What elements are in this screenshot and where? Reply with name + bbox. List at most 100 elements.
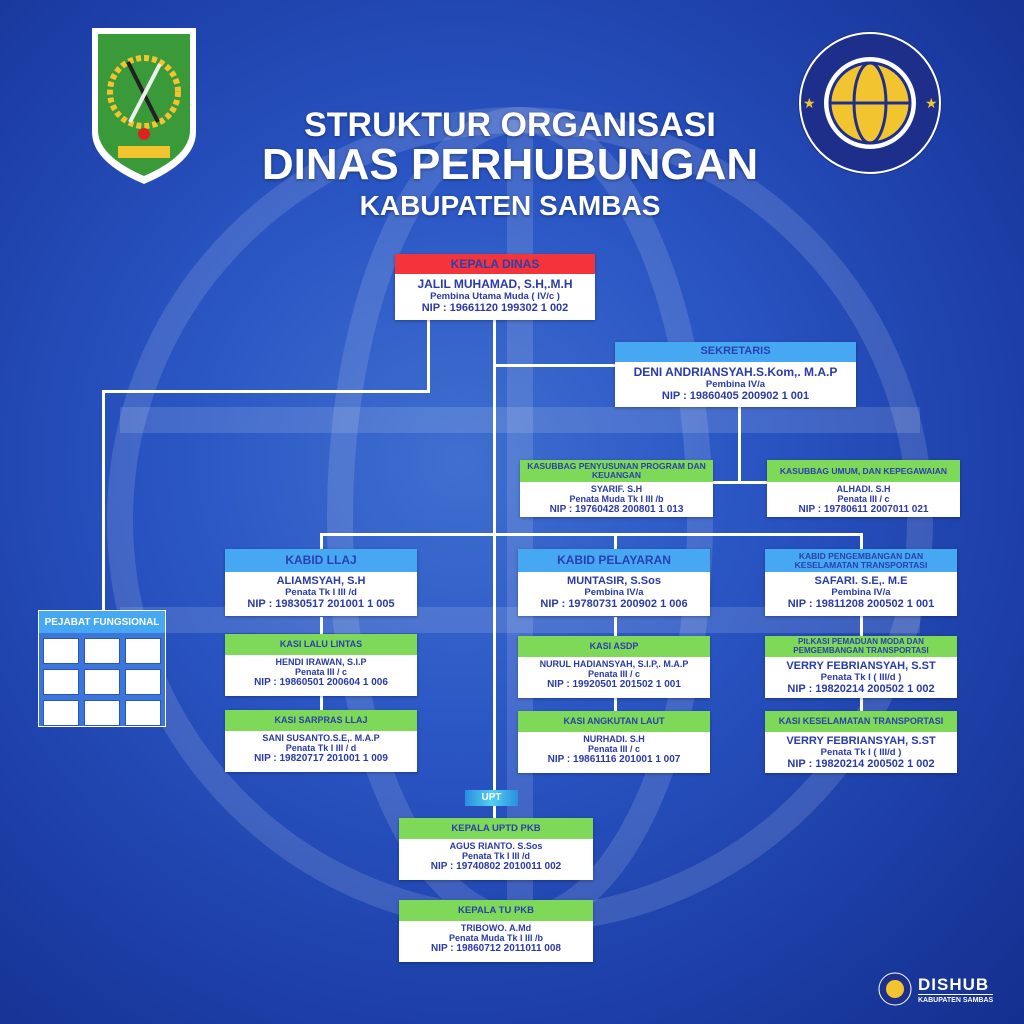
official-rank: Penata Tk I ( III/d ) [820, 672, 902, 683]
official-nip: NIP : 19780731 200902 1 006 [540, 598, 688, 610]
official-nip: NIP : 19860405 200902 1 001 [661, 390, 810, 402]
position-card-kasi-moda: Plt.KASI PEMADUAN MODA DAN PEMGEMBANGAN … [765, 636, 957, 698]
connector [427, 320, 430, 392]
official-rank: Pembina Utama Muda ( IV/c ) [430, 291, 560, 302]
connector [320, 533, 323, 549]
official-nip: NIP : 19740802 2010011 002 [430, 861, 562, 872]
position-title: KASI ANGKUTAN LAUT [518, 711, 710, 732]
official-nip: NIP : 19820214 200502 1 002 [787, 683, 935, 695]
position-title: Plt.KASI PEMADUAN MODA DAN PEMGEMBANGAN … [765, 636, 957, 657]
official-rank: Penata III / c [587, 744, 641, 754]
position-card-kasubbag2: KASUBBAG UMUM, DAN KEPEGAWAIAN ALHADI. S.… [767, 460, 960, 517]
official-rank: Penata Muda Tk I III /b [569, 494, 664, 504]
official-name: SYARIF. S.H [590, 484, 643, 494]
position-card-sekretaris: SEKRETARIS DENI ANDRIANSYAH.S.Kom,. M.A.P… [615, 342, 856, 407]
upt-label: UPT [465, 790, 518, 806]
official-rank: Penata Tk I III /d [285, 587, 357, 598]
connector [738, 407, 741, 483]
position-card-kasubbag1: KASUBBAG PENYUSUNAN PROGRAM DAN KEUANGAN… [520, 460, 713, 517]
title-line-2: DINAS PERHUBUNGAN [261, 140, 759, 189]
connector [713, 481, 767, 484]
official-nip: NIP : 19661120 199302 1 002 [421, 302, 569, 314]
connector [493, 320, 496, 818]
official-name: VERRY FEBRIANSYAH, S.ST [786, 660, 936, 672]
official-nip: NIP : 19760428 200801 1 013 [549, 504, 684, 515]
official-nip: NIP : 19860712 2011011 008 [431, 943, 561, 954]
footer-sub: KABUPATEN SAMBAS [918, 996, 994, 1004]
official-name: ALIAMSYAH, S.H [276, 575, 366, 587]
official-nip: NIP : 19860501 200604 1 006 [254, 677, 388, 688]
official-name: AGUS RIANTO. S.Sos [449, 841, 543, 851]
official-name: SAFARI. S.E,. M.E [814, 575, 908, 587]
official-rank: Penata Tk I III / d [285, 743, 357, 753]
pejabat-fungsional-header: PEJABAT FUNGSIONAL [39, 611, 165, 633]
position-title: KABID LLAJ [225, 549, 417, 572]
official-name: DENI ANDRIANSYAH.S.Kom,. M.A.P [633, 365, 838, 379]
official-name: NURUL HADIANSYAH, S.I.P,. M.A.P [539, 659, 689, 669]
official-name: JALIL MUHAMAD, S.H,.M.H [417, 277, 573, 291]
official-name: MUNTASIR, S.Sos [567, 575, 661, 587]
official-name: SANI SUSANTO.S.E,. M.A.P [262, 733, 380, 743]
official-nip: NIP : 19811208 200502 1 001 [787, 598, 935, 610]
connector [102, 390, 105, 610]
footer-brand: DISHUB [918, 975, 994, 995]
dishub-small-emblem [878, 972, 912, 1006]
official-rank: Penata III / c [837, 494, 890, 504]
position-title: KASI KESELAMATAN TRANSPORTASI [765, 711, 957, 732]
official-rank: Pembina IV/a [584, 587, 644, 598]
pejabat-fungsional-box: PEJABAT FUNGSIONAL [38, 610, 166, 727]
svg-text:★: ★ [925, 95, 938, 111]
official-nip: NIP : 19920501 201502 1 001 [547, 679, 681, 690]
position-title: KASI SARPRAS LLAJ [225, 710, 417, 731]
official-name: HENDI IRAWAN, S.I.P [275, 657, 367, 667]
position-title: KABID PENGEMBANGAN DAN KESELAMATAN TRANS… [765, 549, 957, 572]
fungsional-slot [43, 638, 79, 664]
official-rank: Penata Tk I III /d [461, 851, 531, 861]
title-line-1: STRUKTUR ORGANISASI [304, 106, 716, 144]
position-card-kasi-sarpras: KASI SARPRAS LLAJ SANI SUSANTO.S.E,. M.A.… [225, 710, 417, 772]
connector [860, 533, 863, 549]
connector [320, 533, 862, 536]
position-card-kasi-asdp: KASI ASDP NURUL HADIANSYAH, S.I.P,. M.A.P… [518, 636, 710, 698]
position-title: KASI ASDP [518, 636, 710, 657]
title-line-3: KABUPATEN SAMBAS [359, 190, 661, 221]
sambas-regency-emblem [92, 28, 196, 184]
fungsional-slot [84, 638, 120, 664]
fungsional-slot [84, 700, 120, 726]
connector [494, 364, 615, 367]
dishub-footer-logo: DISHUB KABUPATEN SAMBAS [878, 972, 994, 1006]
fungsional-slot [125, 669, 161, 695]
position-title: KEPALA UPTD PKB [399, 818, 593, 839]
dishub-emblem: ★ ★ [798, 31, 942, 175]
official-name: ALHADI. S.H [836, 484, 891, 494]
official-rank: Penata Muda Tk I III /b [448, 933, 544, 943]
official-nip: NIP : 19820214 200502 1 002 [787, 758, 935, 770]
fungsional-slot [125, 700, 161, 726]
position-card-kabid-peng: KABID PENGEMBANGAN DAN KESELAMATAN TRANS… [765, 549, 957, 616]
connector [614, 533, 617, 549]
fungsional-slot [43, 669, 79, 695]
official-rank: Penata III / c [587, 669, 641, 679]
svg-text:★: ★ [803, 95, 816, 111]
official-rank: Penata III / c [294, 667, 348, 677]
position-title: KASUBBAG UMUM, DAN KEPEGAWAIAN [767, 460, 960, 482]
fungsional-slot [43, 700, 79, 726]
official-rank: Pembina IV/a [831, 587, 891, 598]
fungsional-slot [84, 669, 120, 695]
official-nip: NIP : 19780611 2007011 021 [798, 504, 929, 515]
position-title: KASI LALU LINTAS [225, 634, 417, 655]
official-name: TRIBOWO. A.Md [460, 923, 532, 933]
connector [102, 390, 430, 393]
position-title: SEKRETARIS [615, 342, 856, 362]
official-name: NURHADI. S.H [583, 734, 645, 744]
fungsional-slot [125, 638, 161, 664]
